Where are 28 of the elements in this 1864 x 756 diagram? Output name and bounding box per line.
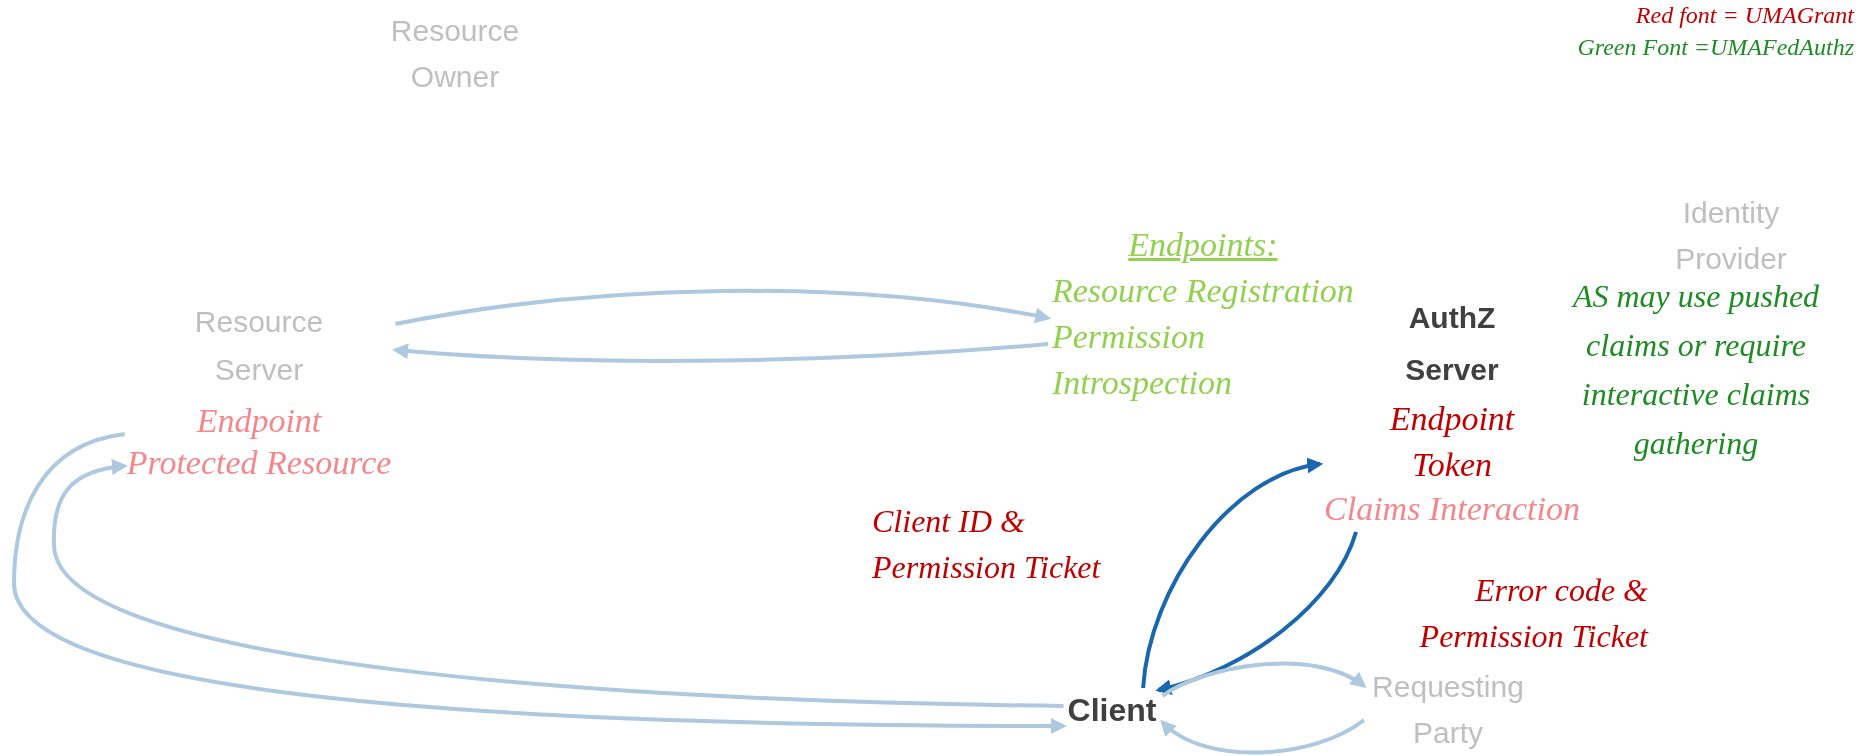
note-text: AS may use pushed claims or require interactive claims gathering <box>1570 277 1821 463</box>
endpoint-label: Protected Resource <box>126 443 392 483</box>
endpoint-label: Claims Interaction <box>1324 489 1580 529</box>
arrow <box>394 289 1052 326</box>
arrow <box>51 459 1064 708</box>
arrow <box>12 432 1067 734</box>
node-label: Resource Owner <box>389 13 521 95</box>
node-label: Endpoints: <box>1128 225 1278 265</box>
node-label: AuthZ Server <box>1404 300 1500 388</box>
node-label: Introspection <box>1052 363 1233 403</box>
endpoint-label: Endpoint <box>196 401 322 441</box>
arrow <box>392 342 1049 363</box>
arrow <box>1141 458 1324 689</box>
node-label: Resource Server <box>193 304 325 388</box>
node-label: Requesting Party <box>1371 669 1525 751</box>
node-label: Resource Registration <box>1052 271 1354 311</box>
node-label: Permission <box>1052 317 1205 357</box>
edge-label: Error code & Permission Ticket <box>1418 571 1648 656</box>
endpoint-label: Endpoint <box>1389 399 1515 439</box>
node-label: Identity Provider <box>1674 195 1788 277</box>
arrow <box>1155 531 1358 695</box>
node-label: Client <box>1067 691 1157 730</box>
legend-note: Green Font =UMAFedAuthz <box>1577 33 1854 62</box>
endpoint-label: Token <box>1412 445 1492 485</box>
legend-note: Red font = UMAGrant <box>1635 1 1854 30</box>
edge-label: Client ID & Permission Ticket <box>872 502 1102 587</box>
arrow <box>1160 718 1366 755</box>
arrow <box>1161 661 1367 698</box>
